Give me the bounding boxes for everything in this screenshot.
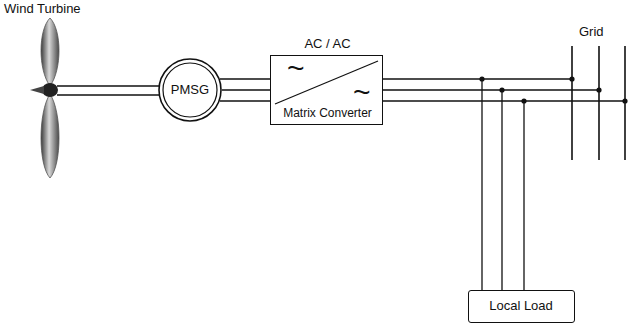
- wire: [383, 78, 572, 79]
- node-text: Matrix Converter: [283, 107, 372, 121]
- load-box: Local Load: [468, 290, 575, 323]
- node-label: PMSG: [171, 83, 209, 98]
- wire-connector: [222, 89, 270, 90]
- node-label: Local Load: [489, 299, 553, 314]
- wire: [220, 78, 270, 79]
- shaft-line: [57, 85, 160, 86]
- shaft-line: [57, 94, 159, 95]
- converter-box: AC / AC~~Matrix Converter: [270, 55, 383, 125]
- node-text: ~: [287, 53, 305, 83]
- part-label: Grid: [579, 25, 604, 40]
- wire: [481, 79, 482, 290]
- wind-turbine: [30, 18, 59, 178]
- wire: [523, 101, 524, 290]
- wire: [220, 100, 270, 101]
- wire: [383, 100, 625, 101]
- node-label: AC / AC: [304, 37, 350, 52]
- node-text: ~: [353, 77, 371, 107]
- part-label: Wind Turbine: [4, 2, 81, 17]
- grid-line: [571, 46, 573, 160]
- generator-circle: PMSG: [158, 58, 222, 122]
- wire-connector: [383, 90, 502, 290]
- grid-line: [598, 46, 600, 160]
- wire: [502, 89, 599, 90]
